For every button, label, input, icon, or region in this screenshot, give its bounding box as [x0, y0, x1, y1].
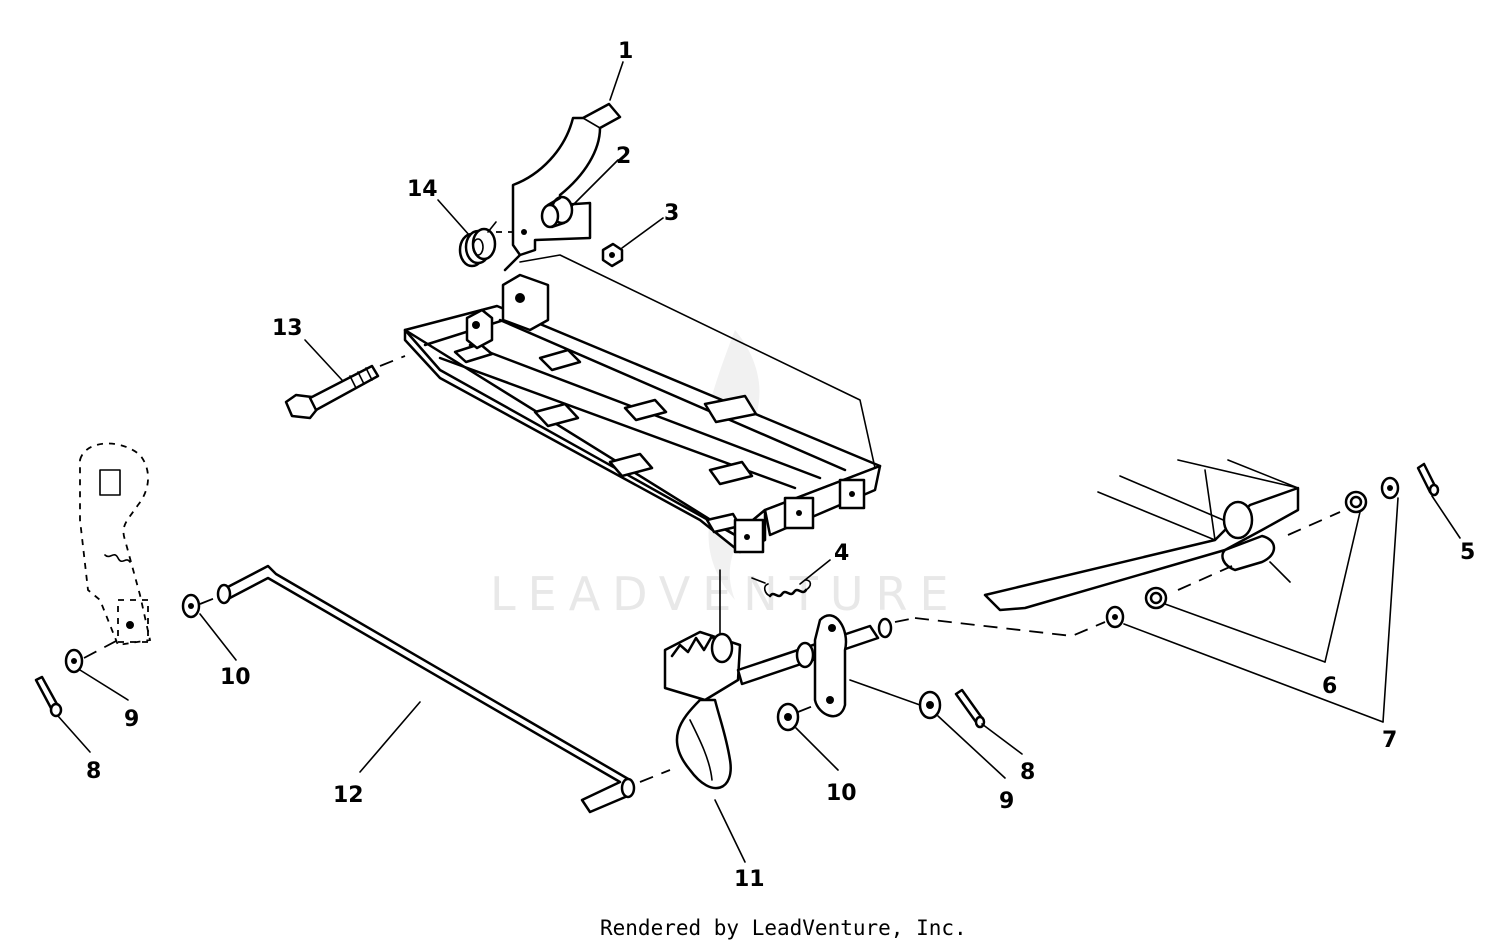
- callout-14: 14: [407, 177, 438, 202]
- part-7-washer-lower: [1105, 605, 1125, 629]
- part-13-bolt: [284, 355, 406, 420]
- part-8-cotter-pin-right: [954, 688, 986, 729]
- frame-bracket: [983, 459, 1341, 612]
- footer-credit: Rendered by LeadVenture, Inc.: [600, 916, 967, 940]
- part-9-washer-left: [64, 639, 119, 674]
- part-1-lever-bracket: [503, 102, 622, 272]
- callout-13: 13: [272, 316, 303, 341]
- watermark-text: LEADVENTURE: [490, 567, 961, 621]
- footrest-platform: [403, 254, 882, 554]
- part-10-washer-left: [181, 593, 221, 619]
- callout-9-left: 9: [124, 707, 139, 732]
- part-9-washer-right: [849, 679, 942, 720]
- callout-1: 1: [618, 39, 633, 64]
- part-6-bushing-lower: [1144, 586, 1168, 610]
- part-8-cotter-pin-left: [34, 675, 63, 718]
- leader-lines: [57, 61, 1461, 863]
- ratchet-lever-outline: [79, 442, 152, 646]
- assembly-line: [894, 617, 1106, 637]
- callout-2: 2: [616, 144, 631, 169]
- part-3-nut: [601, 242, 624, 268]
- part-11-pedal: [663, 614, 893, 790]
- part-4-spring: [719, 569, 812, 641]
- callout-3: 3: [664, 201, 679, 226]
- callout-8-left: 8: [86, 759, 101, 784]
- callout-4: 4: [834, 541, 849, 566]
- callout-9-right: 9: [999, 789, 1014, 814]
- callout-5: 5: [1460, 540, 1475, 565]
- callout-6: 6: [1322, 674, 1337, 699]
- part-14-spring: [458, 221, 527, 268]
- callout-7: 7: [1382, 728, 1397, 753]
- part-10-washer-right: [776, 702, 819, 732]
- callout-8-right: 8: [1020, 760, 1035, 785]
- callout-labels: 1 2 3 14 13 4 5 6 7 10 9 8 12 10 9 8 11: [86, 39, 1475, 892]
- callout-10-right: 10: [826, 781, 857, 806]
- callout-12: 12: [333, 783, 364, 808]
- part-12-rod: [216, 564, 671, 814]
- callout-10-left: 10: [220, 665, 251, 690]
- part-5-cotter-pin: [1416, 462, 1440, 497]
- callout-11: 11: [734, 867, 765, 892]
- part-7-washer-upper: [1380, 476, 1400, 500]
- part-6-bushing-upper: [1344, 490, 1368, 514]
- part-2-bushing: [540, 195, 574, 229]
